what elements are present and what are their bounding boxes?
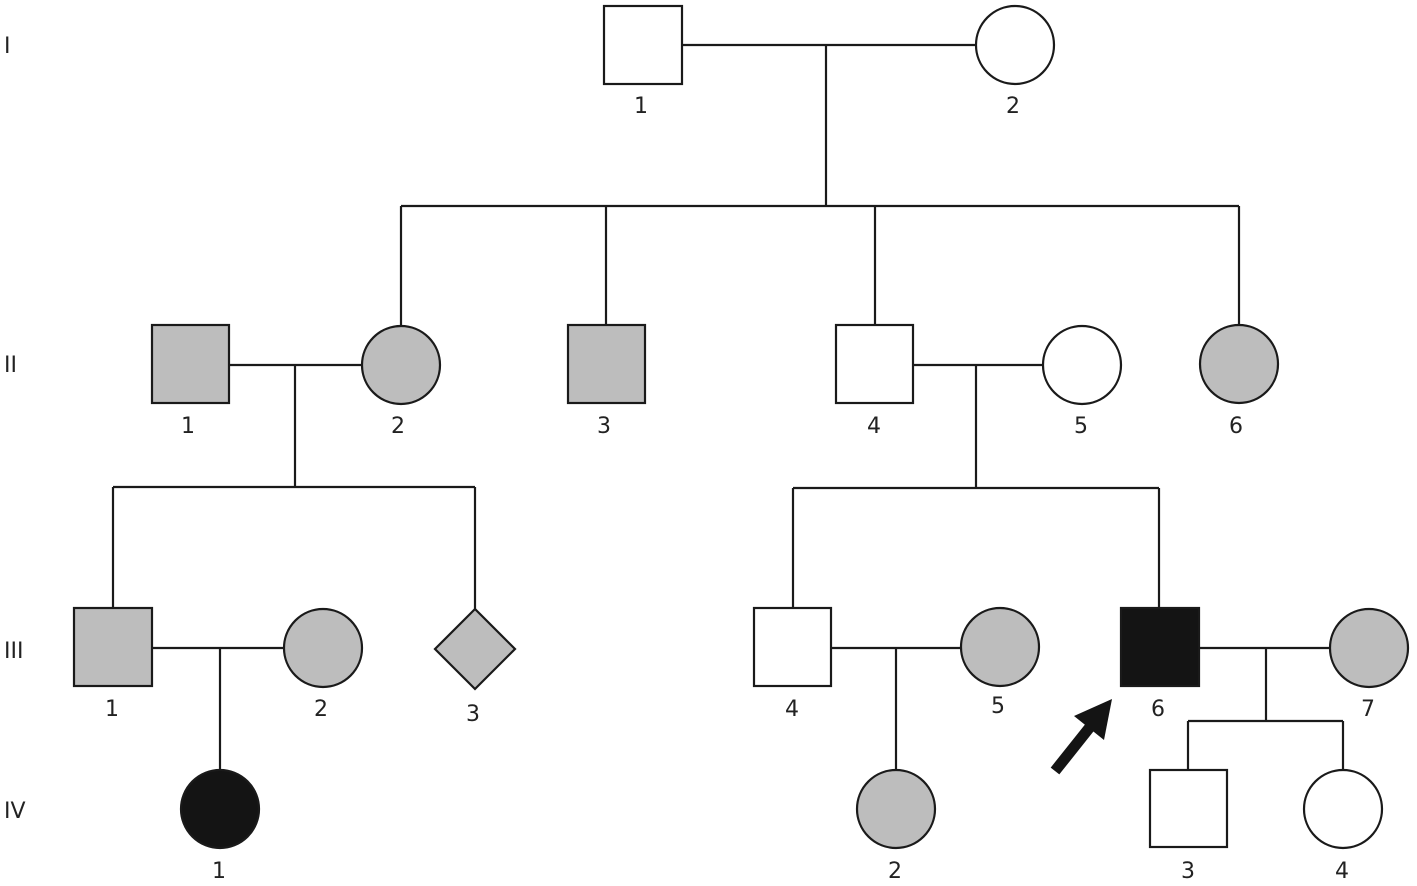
individual-II-4 (834, 323, 915, 405)
generation-label-III: III (4, 639, 23, 664)
individual-II-3 (566, 323, 647, 405)
individual-III-1 (72, 606, 154, 688)
individual-IV-2 (855, 768, 937, 850)
individual-III-4 (752, 606, 833, 688)
individual-III-2 (282, 607, 364, 689)
individual-label-I-2: 2 (1006, 94, 1020, 119)
proband-arrow-shaft (1050, 723, 1095, 775)
individuals (72, 4, 1410, 850)
individual-III-7 (1328, 607, 1410, 689)
generation-label-II: II (4, 353, 17, 378)
generation-label-I: I (4, 34, 11, 59)
individual-II-1 (150, 323, 231, 405)
individual-II-6 (1198, 323, 1280, 405)
individual-label-IV-3: 3 (1181, 859, 1195, 884)
individual-III-6 (1119, 606, 1201, 688)
individual-labels: 1 2 1 2 3 4 5 6 1 2 3 4 5 6 7 1 2 3 4 (105, 94, 1375, 884)
proband-arrow-head (1074, 699, 1112, 740)
individual-label-II-4: 4 (867, 414, 881, 439)
individual-I-2 (974, 4, 1056, 86)
individual-III-5 (959, 606, 1041, 688)
individual-II-5 (1041, 324, 1123, 406)
individual-label-IV-1: 1 (212, 859, 226, 884)
generation-label-IV: IV (4, 799, 26, 824)
individual-label-II-2: 2 (391, 414, 405, 439)
individual-IV-3 (1148, 768, 1229, 849)
individual-label-II-1: 1 (181, 414, 195, 439)
individual-label-II-5: 5 (1074, 414, 1088, 439)
individual-label-III-4: 4 (785, 697, 799, 722)
individual-label-II-6: 6 (1229, 414, 1243, 439)
individual-label-III-2: 2 (314, 697, 328, 722)
pedigree-lines (111, 43, 1345, 771)
individual-label-III-3: 3 (466, 702, 480, 727)
generation-labels: I II III IV (4, 34, 26, 824)
individual-I-1 (602, 4, 684, 86)
individual-III-3 (433, 607, 517, 691)
individual-label-IV-4: 4 (1335, 859, 1349, 884)
individual-label-III-1: 1 (105, 697, 119, 722)
individual-IV-4 (1302, 768, 1384, 850)
individual-IV-1 (179, 768, 261, 850)
individual-label-II-3: 3 (597, 414, 611, 439)
individual-II-2 (360, 324, 442, 406)
proband-arrow-icon (1050, 699, 1112, 775)
individual-label-III-7: 7 (1361, 697, 1375, 722)
individual-label-III-5: 5 (991, 694, 1005, 719)
individual-label-IV-2: 2 (888, 859, 902, 884)
individual-label-III-6: 6 (1151, 697, 1165, 722)
individual-label-I-1: 1 (634, 94, 648, 119)
